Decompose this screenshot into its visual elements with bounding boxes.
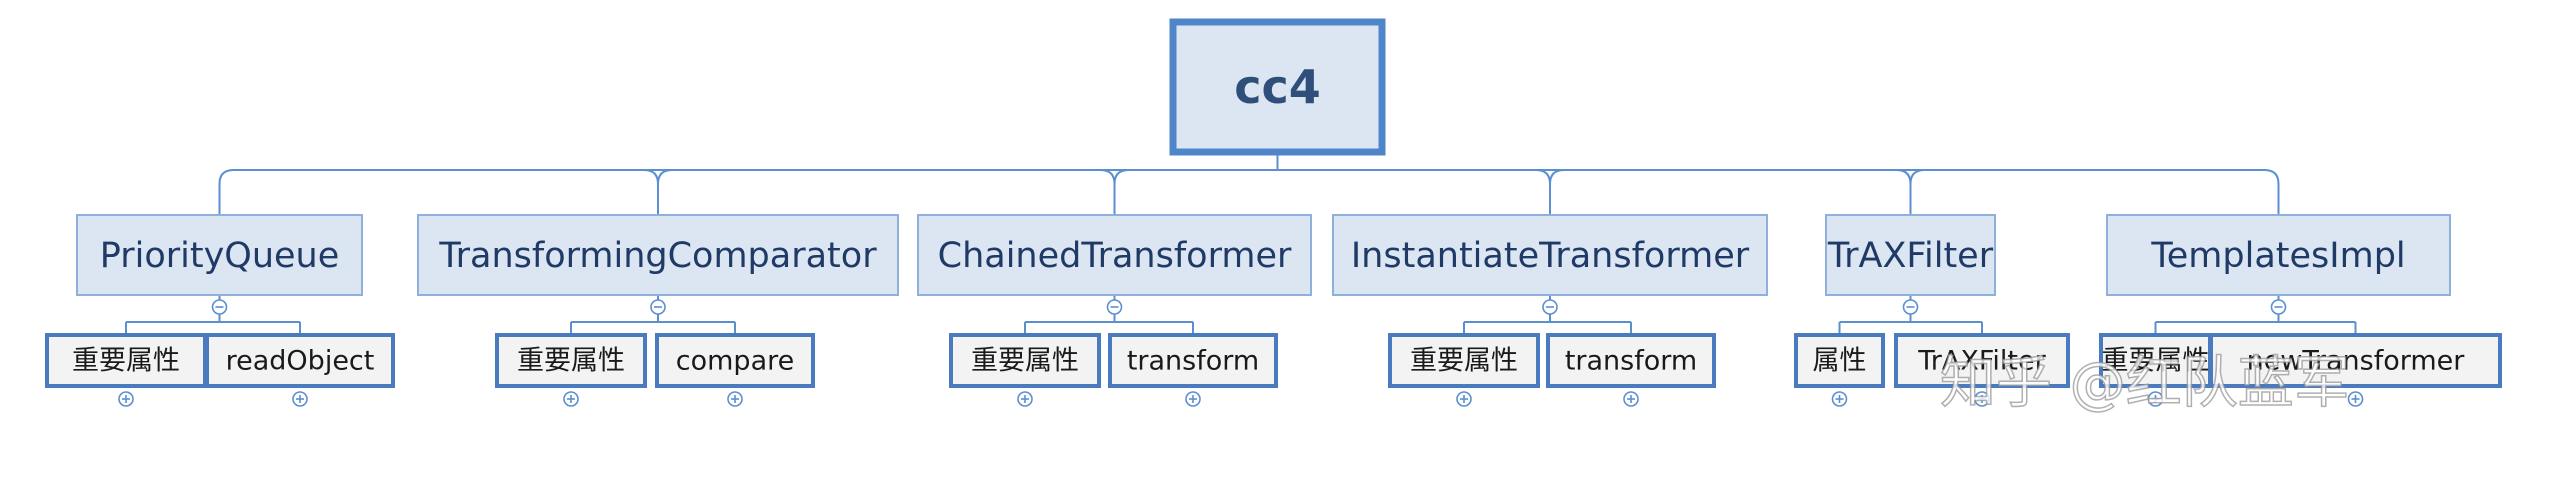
branch-3-leaf-2-box	[1108, 333, 1278, 388]
branch-5-connector	[1896, 169, 1925, 215]
branch-1-leaf-2-expand-icon[interactable]	[292, 391, 308, 407]
watermark-text: 知乎 @红队蓝军	[1940, 351, 2350, 416]
branch-6-label: TemplatesImpl	[2150, 236, 2405, 276]
branch-3-leaf-1-expand-icon[interactable]	[1017, 391, 1033, 407]
branch-2-leaf-2[interactable]: compare	[655, 333, 815, 388]
branch-2-leaf-1-expand-icon[interactable]	[563, 391, 579, 407]
branch-1-label: PriorityQueue	[100, 236, 340, 276]
branch-3-leaf-2-expand-icon[interactable]	[1185, 391, 1201, 407]
branch-3-connector	[1100, 169, 1129, 215]
branch-6-connector	[2264, 169, 2280, 215]
branch-1-collapse-icon[interactable]	[211, 299, 228, 315]
branch-6-leaf-2-label: newTransformer	[2247, 346, 2466, 377]
branch-4-leaf-1-box	[1388, 333, 1540, 388]
connector-lines	[125, 155, 2357, 335]
branch-6-box	[2106, 214, 2451, 296]
root-node-label: cc4	[1234, 60, 1321, 114]
branch-2-leaf-2-box	[655, 333, 815, 388]
branch-5-leaf-1[interactable]: 属性	[1794, 333, 1885, 388]
branch-3-box	[917, 214, 1312, 296]
branch-4-leaf-2[interactable]: transform	[1546, 333, 1716, 388]
branch-5-leaf-1-label: 属性	[1813, 346, 1867, 377]
branch-4-collapse-icon[interactable]	[1542, 299, 1558, 315]
branch-1-leaf-2-box	[205, 333, 395, 388]
watermark: 知乎 @红队蓝军	[1939, 350, 2350, 417]
branch-2-leaf-1-label: 重要属性	[517, 346, 625, 377]
branch-5-leaf-1-box	[1794, 333, 1885, 388]
branch-3-label: ChainedTransformer	[938, 236, 1292, 276]
branch-4-box	[1332, 214, 1768, 296]
branch-5-leaf-1-expand-icon[interactable]	[1831, 391, 1848, 407]
branch-1-node[interactable]: PriorityQueue	[76, 214, 363, 296]
branch-4-leaf-2-expand-icon[interactable]	[1623, 391, 1639, 407]
branch-3-leaf-1-box	[949, 333, 1101, 388]
branch-4-connector	[1535, 169, 1565, 215]
branch-4-leaf-1[interactable]: 重要属性	[1388, 333, 1540, 388]
branch-4-node[interactable]: InstantiateTransformer	[1332, 214, 1768, 296]
branch-2-connector	[643, 169, 673, 215]
branch-6-leaf-2-expand-icon[interactable]	[2347, 391, 2364, 407]
branch-5-leaf-2-label: TrAXFilter	[1917, 346, 2046, 377]
branch-2-leaf-1[interactable]: 重要属性	[495, 333, 647, 388]
branch-3-node[interactable]: ChainedTransformer	[917, 214, 1312, 296]
root-node-box	[1169, 18, 1386, 156]
branch-6-leaf-1-label: 重要属性	[2102, 346, 2210, 377]
branch-1-leaf-1-expand-icon[interactable]	[118, 391, 134, 407]
branch-1-connector	[218, 169, 234, 215]
branch-4-label: InstantiateTransformer	[1351, 236, 1750, 276]
branch-5-collapse-icon[interactable]	[1902, 299, 1919, 315]
branch-3-leaf-1[interactable]: 重要属性	[949, 333, 1101, 388]
branch-1-leaf-2[interactable]: readObject	[205, 333, 395, 388]
branch-6-leaf-2[interactable]: newTransformer	[2209, 333, 2502, 388]
branch-6-collapse-icon[interactable]	[2270, 299, 2287, 315]
branch-5-leaf-2-expand-icon[interactable]	[1974, 391, 1990, 407]
branch-1-leaf-1-label: 重要属性	[72, 346, 180, 377]
branch-5-leaf-2-box	[1894, 333, 2070, 388]
branch-4-leaf-1-expand-icon[interactable]	[1456, 391, 1472, 407]
branch-5-label: TrAXFilter	[1827, 236, 1994, 276]
branch-1-leaf-2-label: readObject	[226, 346, 375, 377]
branch-2-leaf-2-expand-icon[interactable]	[727, 391, 743, 407]
branch-5-box	[1825, 214, 1996, 296]
branch-2-box	[417, 214, 899, 296]
branch-6-leaf-1-box	[2099, 333, 2212, 388]
branch-2-node[interactable]: TransformingComparator	[417, 214, 899, 296]
branch-5-leaf-2[interactable]: TrAXFilter	[1894, 333, 2070, 388]
branch-3-leaf-2-label: transform	[1127, 346, 1259, 377]
branch-6-leaf-1-expand-icon[interactable]	[2147, 391, 2164, 407]
branch-2-leaf-2-label: compare	[676, 346, 794, 377]
branch-2-label: TransformingComparator	[438, 236, 877, 276]
branch-1-leaf-1[interactable]: 重要属性	[45, 333, 207, 388]
branch-6-node[interactable]: TemplatesImpl	[2106, 214, 2451, 296]
branch-3-leaf-1-label: 重要属性	[971, 346, 1079, 377]
branch-1-box	[76, 214, 363, 296]
branch-3-leaf-2[interactable]: transform	[1108, 333, 1278, 388]
branch-2-collapse-icon[interactable]	[650, 299, 666, 315]
branch-6-leaf-1[interactable]: 重要属性	[2099, 333, 2212, 388]
branch-4-leaf-1-label: 重要属性	[1410, 346, 1518, 377]
branch-3-collapse-icon[interactable]	[1106, 299, 1123, 315]
root-node[interactable]: cc4	[1169, 18, 1386, 156]
branch-2-leaf-1-box	[495, 333, 647, 388]
branch-5-node[interactable]: TrAXFilter	[1825, 214, 1996, 296]
branch-4-leaf-2-label: transform	[1565, 346, 1697, 377]
branch-6-leaf-2-box	[2209, 333, 2502, 388]
branch-4-leaf-2-box	[1546, 333, 1716, 388]
